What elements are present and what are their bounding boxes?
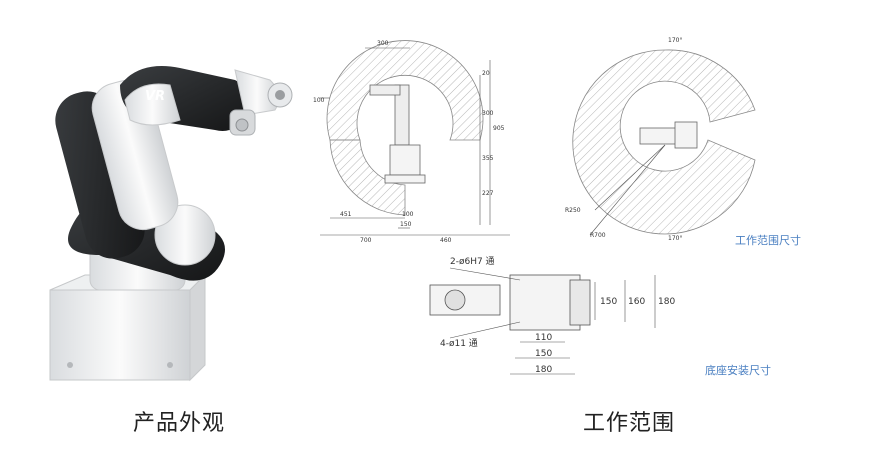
workspace-size-label: 工作范围尺寸	[735, 234, 801, 247]
dim-v1: 150	[600, 297, 617, 307]
dim-h2: 150	[535, 349, 552, 359]
hole-bottom-label: 4-ø11 通	[440, 338, 478, 349]
dim-b4: 700	[360, 237, 372, 244]
dim-b3: 150	[400, 221, 412, 228]
angle-top-label: 170°	[668, 37, 682, 44]
angle-bottom-label: 170°	[668, 235, 682, 242]
dim-r1: 20	[482, 70, 490, 77]
robot-product-photo: VR	[49, 66, 293, 382]
top-view-drawing: 170° 170° R250 R700	[565, 37, 756, 242]
caption-working-range: 工作范围	[583, 411, 676, 436]
dim-r4: 355	[482, 155, 494, 162]
dim-r5: 227	[482, 190, 494, 197]
dim-b5: 460	[440, 237, 452, 244]
base-mount-drawing: 2-ø6H7 通 4-ø11 通 150 160 180 110 150 180	[429, 256, 675, 375]
dim-h3: 180	[535, 365, 552, 375]
base-mount-size-label: 底座安装尺寸	[705, 364, 771, 377]
dim-b2: 100	[402, 211, 414, 218]
hole-top-label: 2-ø6H7 通	[450, 256, 495, 267]
dim-v3: 180	[658, 297, 675, 307]
radius-outer-label: R700	[590, 232, 606, 239]
radius-inner-label: R250	[565, 207, 581, 214]
dim-b1: 451	[340, 211, 352, 218]
dim-r3: 905	[493, 125, 505, 132]
caption-product-appearance: 产品外观	[133, 411, 226, 436]
side-view-drawing: 300 100 20 300 905 355 227 451 100 150 7…	[313, 40, 510, 244]
dim-h1: 110	[535, 333, 552, 343]
dim-top: 300	[377, 40, 389, 47]
dim-left-small: 100	[313, 97, 325, 104]
robot-logo: VR	[145, 89, 165, 104]
dim-v2: 160	[628, 297, 645, 307]
dim-r2: 300	[482, 110, 494, 117]
